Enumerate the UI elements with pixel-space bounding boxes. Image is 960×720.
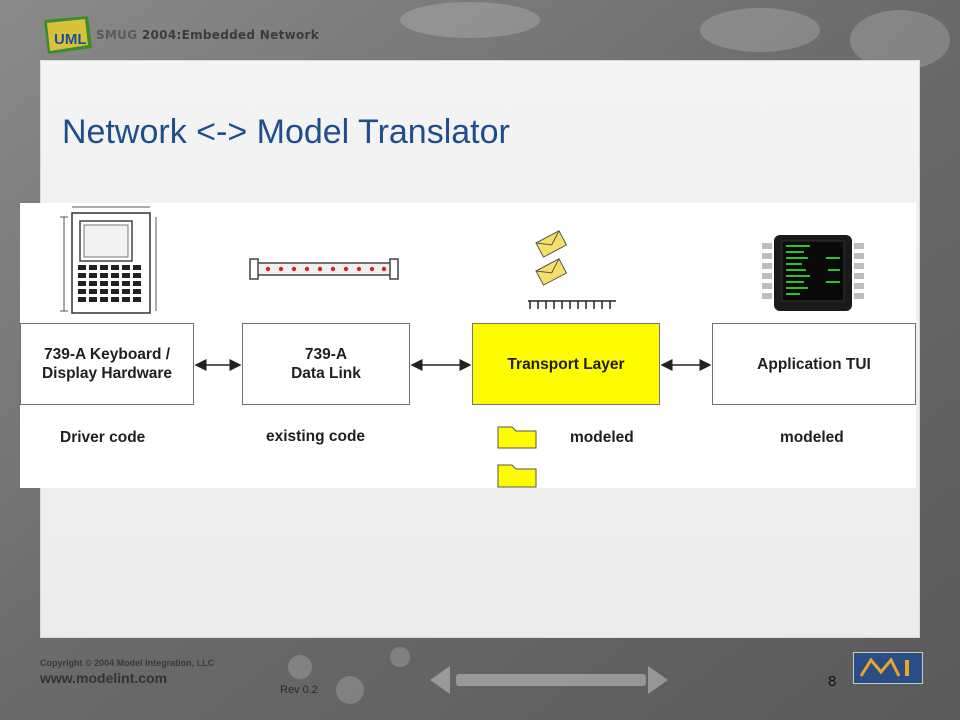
svg-text:UML: UML — [54, 31, 87, 48]
revision-label: Rev 0.2 — [280, 684, 318, 696]
keyboard-display-icon — [60, 206, 157, 314]
header-subtitle: 2004:Embedded Network — [141, 28, 320, 42]
keyboard-display-hardware-box: 739-A Keyboard / Display Hardware — [20, 323, 194, 405]
footer-copyright: Copyright © 2004 Model Integration, LLC — [40, 658, 215, 668]
architecture-diagram: 739-A Keyboard / Display Hardware 739-A Da… — [20, 203, 916, 488]
page-number: 8 — [828, 673, 837, 690]
message-envelope-icons — [528, 230, 616, 309]
application-tui-box: Application TUI — [712, 323, 916, 405]
caption-driver-code: Driver code — [60, 429, 146, 446]
box-label-1a: 739-A Keyboard / — [43, 346, 171, 363]
box-label-1b: Display Hardware — [41, 365, 173, 382]
box-label-2b: Data Link — [291, 365, 361, 382]
application-tui-icon — [762, 235, 864, 311]
uml-logo: UML — [44, 16, 92, 54]
transport-layer-box: Transport Layer — [472, 323, 660, 405]
caption-modeled-application: modeled — [780, 429, 844, 446]
slide-title: Network <-> Model Translator — [62, 113, 510, 151]
box-label-4: Application TUI — [757, 355, 871, 373]
caption-existing-code: existing code — [266, 428, 366, 445]
data-link-icon — [249, 258, 399, 280]
box-label-3: Transport Layer — [507, 355, 625, 373]
header-brand: SMUG — [96, 28, 138, 42]
model-integration-logo — [853, 652, 923, 684]
header-title: SMUG 2004:Embedded Network — [96, 28, 319, 42]
folder-icons — [497, 426, 537, 488]
box-label-2a: 739-A — [304, 346, 348, 363]
footer-url: www.modelint.com — [40, 670, 168, 686]
data-link-box: 739-A Data Link — [242, 323, 410, 405]
caption-modeled-transport: modeled — [570, 429, 634, 446]
diagram-graphics — [60, 206, 864, 488]
